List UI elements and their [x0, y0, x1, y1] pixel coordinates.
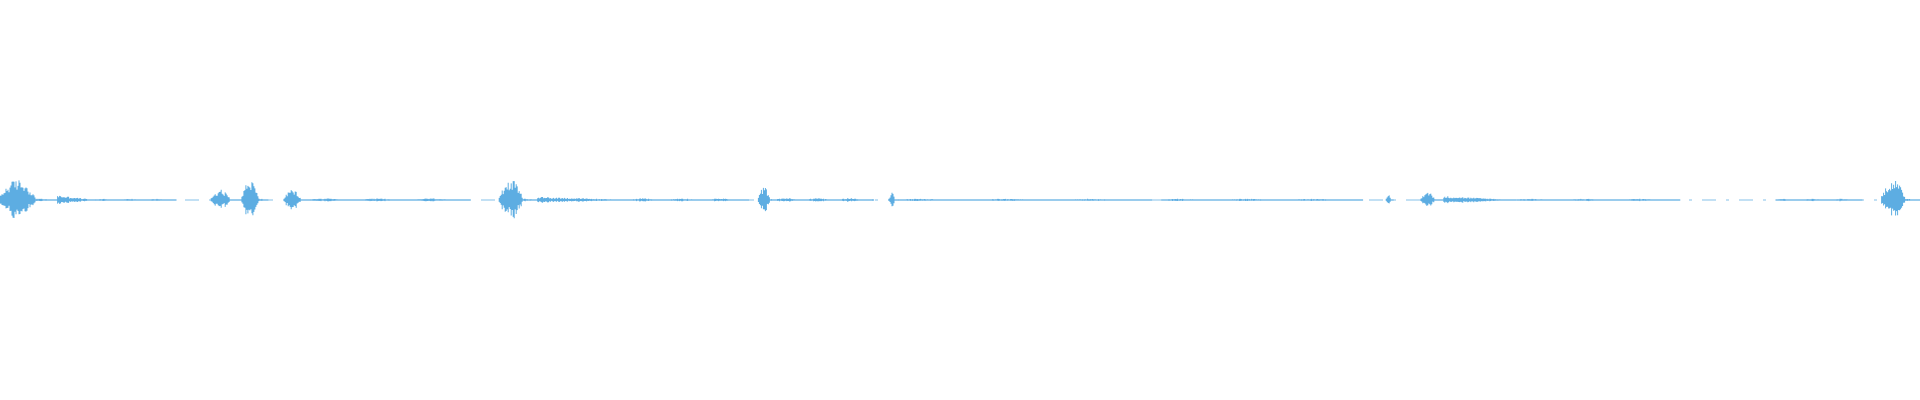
waveform-segment-path — [1420, 192, 1445, 206]
waveform-segment — [777, 198, 875, 202]
waveform-segment-path — [1385, 195, 1394, 204]
waveform-segment-path — [95, 198, 177, 201]
waveform-segment — [1881, 181, 1920, 216]
waveform-segment-path — [1775, 198, 1863, 202]
waveform-segment — [0, 180, 58, 218]
waveform-segment-path — [898, 198, 1153, 201]
waveform-segment — [241, 182, 269, 216]
waveform-segment — [1775, 198, 1863, 202]
waveform-segment — [537, 197, 635, 203]
waveform-segment-path — [777, 198, 875, 202]
waveform-segment — [210, 189, 242, 208]
waveform-segment-path — [888, 192, 899, 207]
waveform-segment — [1516, 198, 1681, 202]
waveform-segment-path — [241, 182, 269, 216]
waveform-segment — [57, 195, 97, 204]
waveform-segment-path — [0, 180, 58, 218]
waveform-segment — [1385, 195, 1394, 204]
waveform-segment — [1161, 198, 1364, 201]
waveform-segment-path — [210, 189, 242, 208]
waveform-segment — [283, 190, 311, 210]
waveform-segment — [898, 198, 1153, 201]
waveform-segment-path — [1161, 198, 1364, 201]
waveform-segment-path — [57, 195, 97, 204]
waveform-segment — [1420, 192, 1445, 206]
waveform-segment-path — [1443, 196, 1517, 204]
waveform-segment-path — [537, 197, 635, 203]
waveform-segment — [498, 181, 538, 219]
waveform-segment-path — [1516, 198, 1681, 202]
waveform-segment-path — [283, 190, 311, 210]
waveform-segment — [95, 198, 177, 201]
waveform-segment-path — [633, 198, 750, 202]
waveform-segment-path — [757, 187, 778, 212]
waveform-segment — [310, 198, 471, 202]
waveform-segment — [633, 198, 750, 202]
waveform-segment-path — [310, 198, 471, 202]
waveform-segment — [757, 187, 778, 212]
waveform-segment — [1443, 196, 1517, 204]
waveform-segment-path — [1881, 181, 1920, 216]
waveform-segment-path — [498, 181, 538, 219]
waveform-segment — [888, 192, 899, 207]
